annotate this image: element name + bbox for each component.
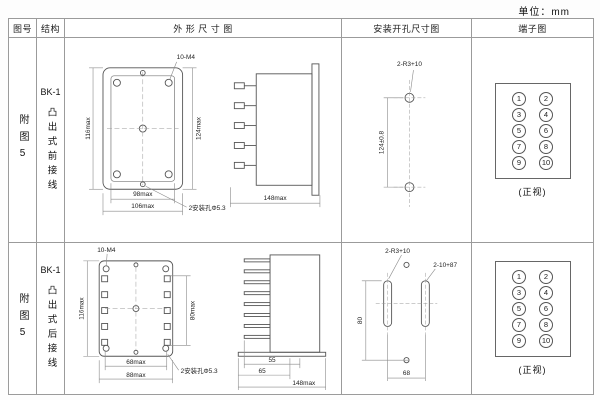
terminal-pin: 1 <box>512 91 526 106</box>
front-view-dimension-lines <box>89 61 197 216</box>
row2-structure-desc: 凸出式后接线 <box>45 285 57 372</box>
row2-mounting-cell: 2-R3+10 2-10+87 80 68 <box>342 243 472 394</box>
relay-side-view <box>233 63 320 196</box>
terminal-pin: 7 <box>512 139 526 154</box>
dim-label-front-depth: 65 <box>259 368 267 375</box>
row1-terminal-cell: 1 2 3 4 5 6 7 8 9 10 (正视) <box>472 38 593 243</box>
terminal-pin: 3 <box>512 286 526 300</box>
side-view-dimension-lines <box>237 340 326 391</box>
terminal-caption: (正视) <box>518 186 547 197</box>
dim-label-hole-radius: 2-R3+10 <box>397 61 422 68</box>
terminal-caption: (正视) <box>518 365 547 375</box>
unit-label: 单位：mm <box>518 7 570 18</box>
drawing-table: 图号 结构 外 形 尺 寸 图 安装开孔尺寸图 端子图 附图5 BK-1 凸出式… <box>8 18 594 395</box>
mounting-holes <box>393 79 426 207</box>
dim-label-slot-height: 80 <box>357 316 364 324</box>
terminal-pin: 2 <box>539 270 553 284</box>
row2-terminal-cell: 1 2 3 4 5 6 7 8 9 10 (正视) <box>472 243 593 394</box>
dim-label-width-inner: 98max <box>133 191 153 198</box>
terminal-pin: 7 <box>512 318 526 332</box>
dim-label-slot-size: 2-10+87 <box>433 262 457 269</box>
terminal-pin: 8 <box>539 139 553 154</box>
row1-structure-model: BK-1 <box>40 86 61 97</box>
relay-side-view <box>237 254 327 357</box>
dim-label-screws: 10-M4 <box>177 54 196 61</box>
mounting-hole-drawing-front-wiring: 2-R3+10 124±0.8 <box>379 61 426 207</box>
header-outline: 外 形 尺 寸 图 <box>65 19 342 38</box>
dim-label-slot-spacing: 68 <box>403 370 411 377</box>
mounting-hole-drawing-rear-wiring: 2-R3+10 2-10+87 80 68 <box>357 248 458 382</box>
dim-label-blade-depth: 55 <box>268 357 276 364</box>
dim-label-hole-spacing: 124±0.8 <box>379 130 386 154</box>
row1-mounting-cell: 2-R3+10 124±0.8 <box>342 38 472 243</box>
dim-label-width-outer: 106max <box>131 203 155 210</box>
terminal-diagram: 1 2 3 4 5 6 7 8 9 10 <box>494 82 571 179</box>
dim-label-height-right: 124max <box>196 116 203 140</box>
mounting-dimension-lines <box>361 254 436 382</box>
row2-outline-cell: 10-M4 116max 80max 68max 88max 2安装孔Φ5.3 <box>65 243 342 394</box>
side-view-dimension-lines <box>230 187 321 208</box>
dim-label-depth: 148max <box>264 195 288 202</box>
row1-structure: BK-1 凸出式前接线 <box>37 38 65 243</box>
terminal-pin: 4 <box>539 286 553 300</box>
dim-label-width-outer: 88max <box>126 372 146 379</box>
terminal-pin: 5 <box>512 302 526 316</box>
dim-label-mount-holes: 2安装孔Φ5.3 <box>181 366 218 375</box>
row2-fig-no: 附图5 <box>9 243 37 394</box>
terminal-pin: 2 <box>539 91 553 106</box>
terminal-pin: 3 <box>512 107 526 122</box>
outline-drawing-rear-wiring: 10-M4 116max 80max 68max 88max 2安装孔Φ5.3 <box>78 247 327 391</box>
header-structure: 结构 <box>37 19 65 38</box>
terminal-pin: 6 <box>539 123 553 138</box>
mounting-slots <box>375 261 438 364</box>
terminal-pin: 8 <box>539 318 553 332</box>
relay-front-view <box>98 260 174 357</box>
terminal-pin: 9 <box>512 155 526 170</box>
dim-label-screws: 10-M4 <box>97 247 116 254</box>
terminal-pin: 6 <box>539 302 553 316</box>
outline-drawing-front-wiring: 10-M4 116max 124max 98max 106max 2安装孔Φ5.… <box>85 54 321 216</box>
dim-label-height-left: 116max <box>78 297 85 320</box>
terminal-pin: 10 <box>539 155 553 170</box>
terminal-pin: 1 <box>512 270 526 284</box>
terminal-pin: 4 <box>539 107 553 122</box>
header-mounting: 安装开孔尺寸图 <box>342 19 472 38</box>
mounting-dimension-lines <box>383 70 414 188</box>
row2-structure-model: BK-1 <box>40 265 61 275</box>
relay-front-view <box>102 67 184 190</box>
dim-label-height-right: 80max <box>190 300 197 320</box>
dim-label-mount-holes: 2安装孔Φ5.3 <box>189 203 226 212</box>
terminal-pin: 10 <box>539 334 553 348</box>
dim-label-height-left: 116max <box>85 117 92 140</box>
row2-structure: BK-1 凸出式后接线 <box>37 243 65 394</box>
dim-label-width-inner: 68max <box>126 359 146 366</box>
dim-label-depth: 148max <box>292 380 316 387</box>
header-terminal: 端子图 <box>472 19 593 38</box>
row1-outline-cell: 10-M4 116max 124max 98max 106max 2安装孔Φ5.… <box>65 38 342 243</box>
row1-structure-desc: 凸出式前接线 <box>45 106 57 194</box>
row1-fig-no: 附图5 <box>9 38 37 243</box>
dim-label-slot-radius: 2-R3+10 <box>385 248 410 255</box>
header-fig-no: 图号 <box>9 19 37 38</box>
terminal-pin: 9 <box>512 334 526 348</box>
terminal-diagram: 1 2 3 4 5 6 7 8 9 10 <box>494 261 571 357</box>
front-view-dimension-lines <box>83 253 191 384</box>
terminal-pin: 5 <box>512 123 526 138</box>
